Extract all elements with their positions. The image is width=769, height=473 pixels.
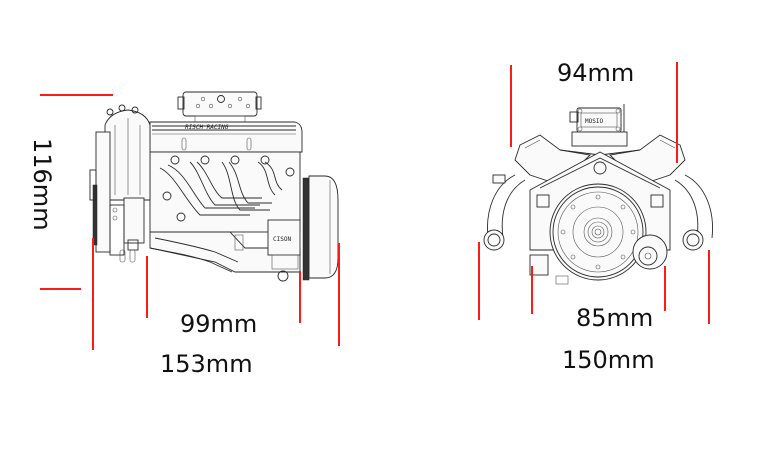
side-inner-length-label: 99mm — [180, 310, 258, 338]
side-exhaust-headers — [159, 155, 295, 222]
side-height-label: 116mm — [28, 138, 56, 231]
valve-cover-text: RISCH RACING — [185, 124, 229, 131]
front-pulley — [529, 234, 668, 285]
side-engine-block — [149, 151, 301, 273]
housing-badge-text: CISON — [273, 236, 291, 243]
side-inner-length-left-tick — [146, 256, 148, 318]
side-height-bottom-tick — [40, 288, 81, 290]
intake-badge-text: MOSIO — [585, 118, 603, 125]
side-valve-cover: RISCH RACING — [149, 121, 303, 153]
front-exhaust-manifolds — [483, 174, 713, 251]
front-inner-width-right-tick — [664, 266, 666, 311]
side-housing: CISON — [267, 219, 301, 282]
side-overall-length-label: 153mm — [160, 350, 253, 378]
front-top-width-label: 94mm — [557, 59, 635, 87]
front-overall-width-right-tick — [708, 250, 710, 324]
front-top-width-right-tick — [676, 62, 678, 163]
front-top-width-left-tick — [510, 65, 512, 147]
side-intake-block — [177, 91, 262, 123]
front-overall-width-label: 150mm — [562, 346, 655, 374]
side-inner-length-right-tick — [299, 271, 301, 323]
front-inner-width-left-tick — [531, 266, 533, 314]
side-overall-length-left-tick — [92, 238, 94, 350]
front-flywheel — [549, 183, 647, 281]
front-intake-block: MOSIO — [569, 104, 628, 147]
side-oil-pan — [149, 234, 244, 273]
side-height-top-tick — [40, 94, 113, 96]
side-front-accessories — [89, 104, 151, 263]
front-inner-width-label: 85mm — [576, 304, 654, 332]
side-overall-length-right-tick — [338, 243, 340, 346]
front-overall-width-left-tick — [478, 242, 480, 320]
